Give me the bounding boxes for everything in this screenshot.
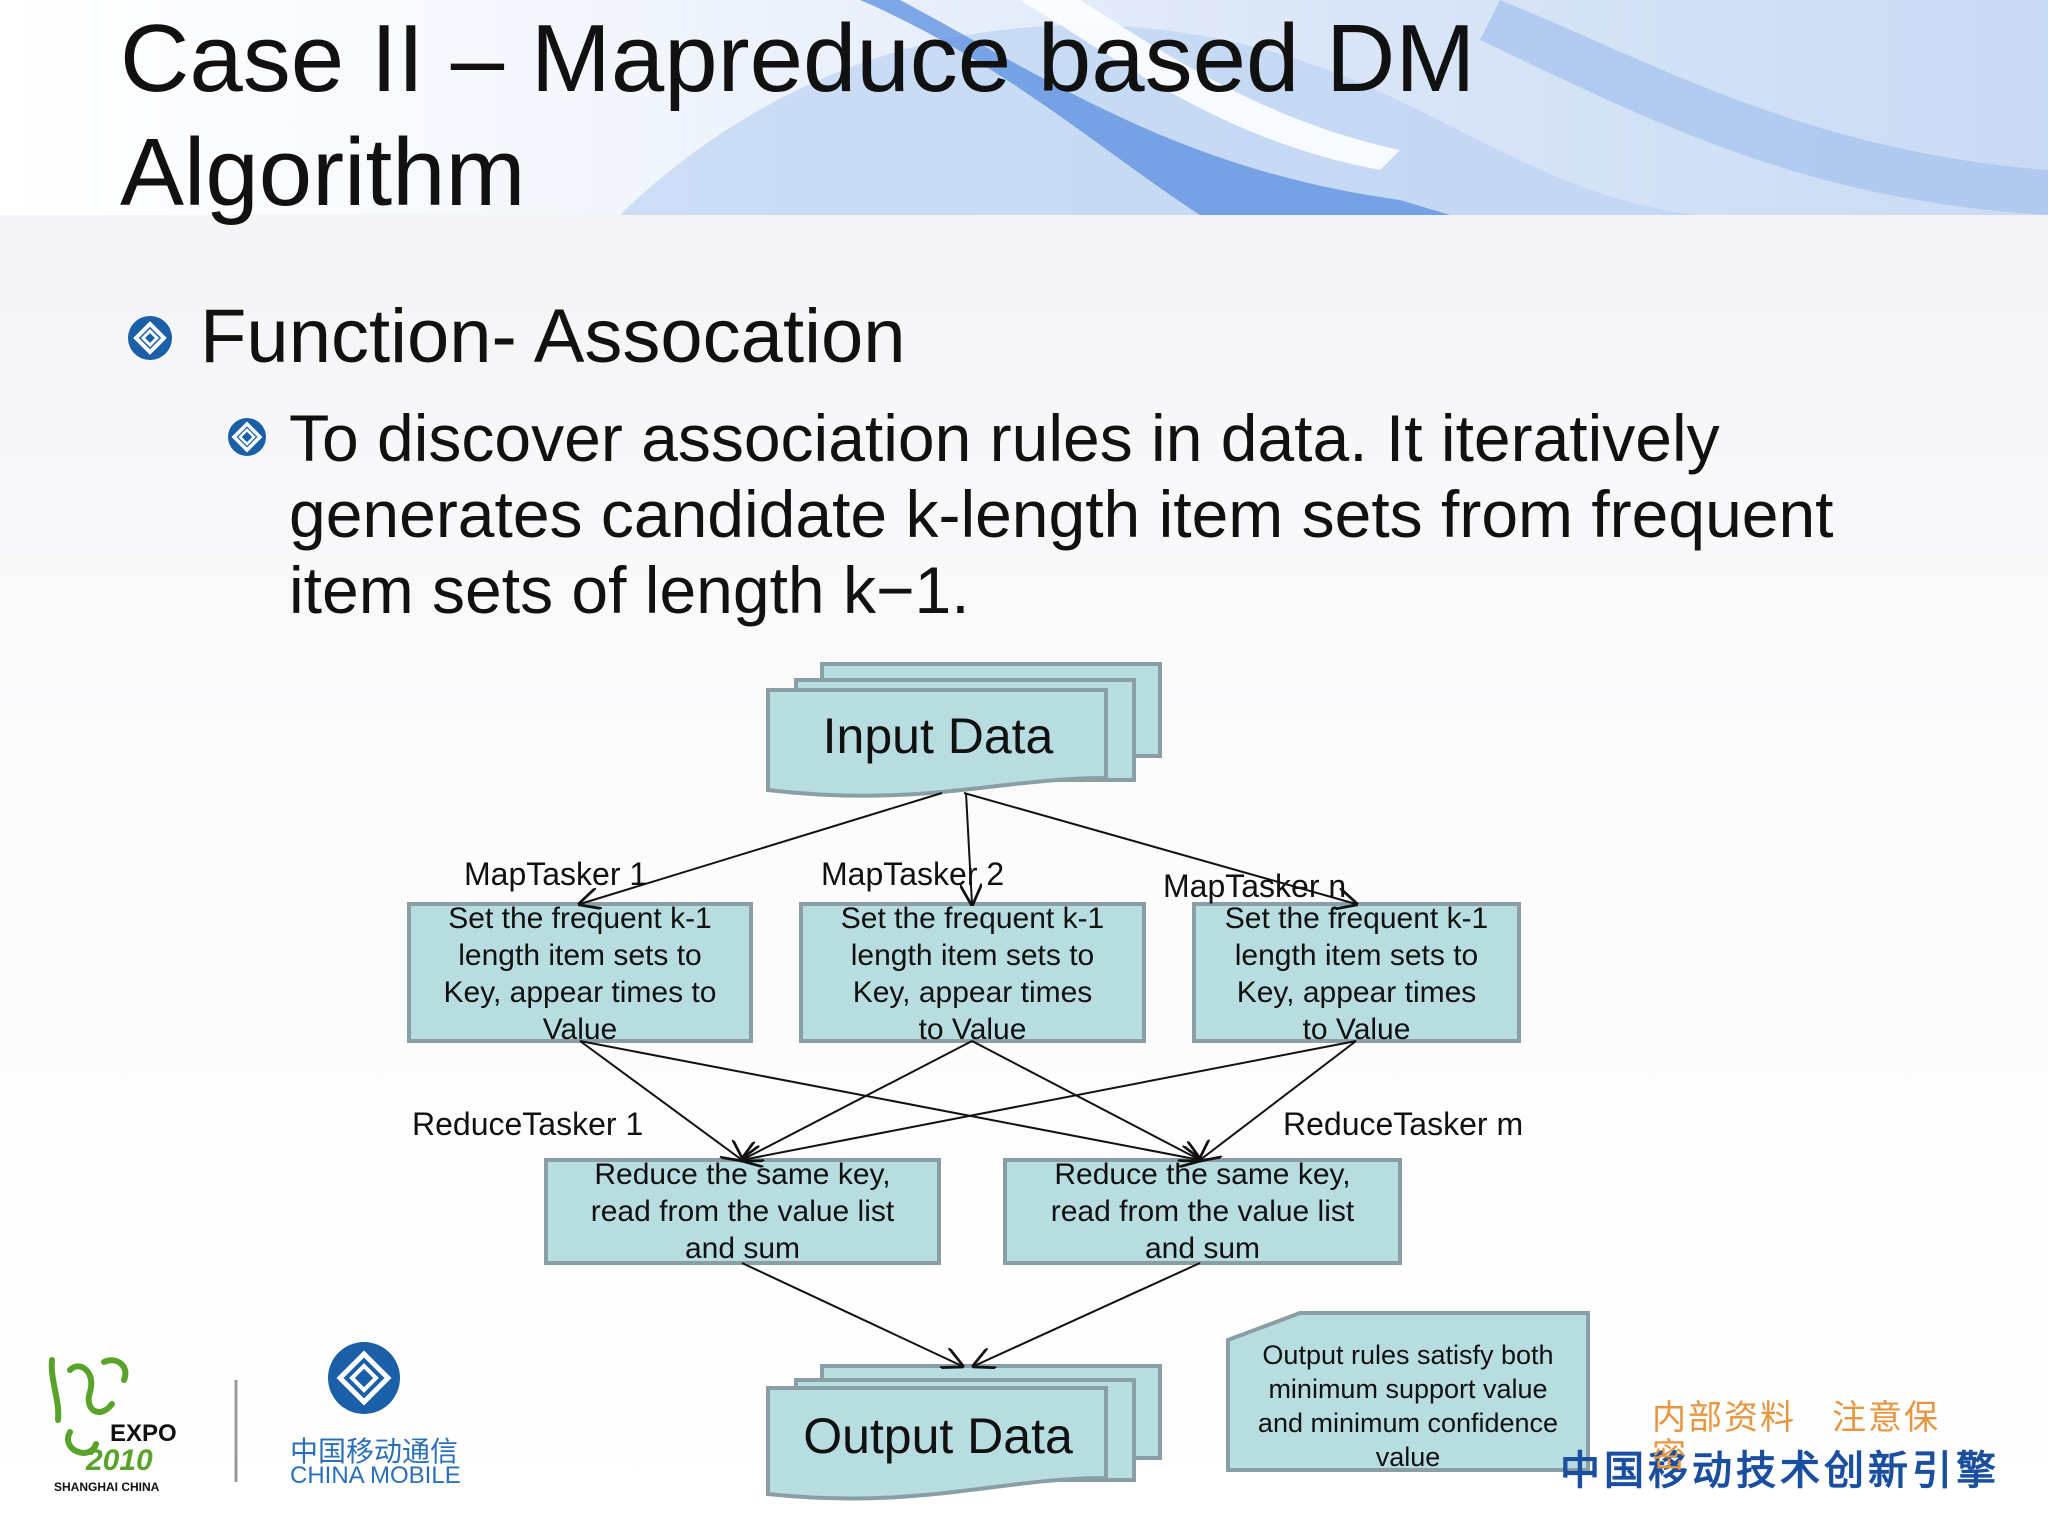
reduce1-line: read from the value list [590, 1195, 895, 1228]
description-line-2: generates candidate k-length item sets f… [289, 477, 1834, 551]
input-data-label: Input Data [822, 708, 1054, 764]
arrow-input-map1 [580, 792, 943, 904]
china-mobile-cn: 中国移动通信 [290, 1436, 459, 1467]
map-tasker-1-label: MapTasker 1 [464, 856, 648, 892]
map-box-2-text: Set the frequent k-1 length item sets to… [801, 900, 1144, 1048]
arrow-map2-reduce1 [742, 1040, 973, 1160]
map2-line: Set the frequent k-1 [840, 902, 1105, 935]
expo-logo-icon [48, 1357, 129, 1456]
map1-line: Key, appear times to [443, 976, 717, 1009]
map-box-1 [407, 902, 753, 1043]
slide-background [0, 215, 2048, 1536]
map2-line: Key, appear times [852, 976, 1093, 1009]
arrow-input-map2 [966, 792, 972, 904]
map2-line: length item sets to [850, 939, 1095, 972]
map-box-n-text: Set the frequent k-1 length item sets to… [1194, 900, 1519, 1048]
mapn-line: Set the frequent k-1 [1224, 902, 1489, 935]
bullet-description: To discover association rules in data. I… [289, 400, 1929, 628]
reduce-box-m-text: Reduce the same key, read from the value… [1005, 1156, 1400, 1267]
reducem-line: Reduce the same key, [1054, 1158, 1351, 1191]
map2-line: to Value [918, 1013, 1027, 1046]
map1-line: Set the frequent k-1 [448, 902, 712, 935]
reduce1-line: Reduce the same key, [594, 1158, 891, 1191]
note-text: Output rules satisfy both minimum suppor… [1228, 1338, 1588, 1474]
arrow-input-mapn [963, 792, 1356, 904]
note-box [1226, 1311, 1590, 1472]
title-line-1: Case II – Mapreduce based DM [120, 5, 1476, 112]
slide-title: Case II – Mapreduce based DM Algorithm [120, 2, 2020, 230]
expo-subtitle: SHANGHAI CHINA [54, 1480, 160, 1494]
description-line-1: To discover association rules in data. I… [289, 401, 1720, 475]
arrow-reduce1-output [741, 1262, 962, 1366]
map-box-1-text: Set the frequent k-1 length item sets to… [409, 900, 751, 1048]
map1-line: length item sets to [458, 939, 702, 972]
output-data-shape [766, 1364, 1162, 1501]
map1-line: Value [542, 1013, 618, 1046]
reduce-box-m [1003, 1158, 1402, 1265]
banner-swoosh [620, 0, 2048, 215]
sub-bullet-icon [228, 418, 266, 456]
expo-year: 2010 [86, 1444, 153, 1477]
reduce-box-1-text: Reduce the same key, read from the value… [546, 1156, 939, 1267]
arrow-mapn-reducem [1200, 1040, 1357, 1160]
title-line-2: Algorithm [120, 119, 526, 226]
note-line: and minimum confidence [1257, 1408, 1559, 1438]
arrow-reducem-output [974, 1262, 1201, 1366]
arrow-map1-reducem [579, 1040, 1200, 1160]
china-mobile-logo-icon [328, 1342, 400, 1414]
reduce1-line: and sum [684, 1232, 801, 1265]
expo-text: EXPO [110, 1420, 177, 1447]
watermark-line-1: 内部资料 注意保 [1652, 1399, 1940, 1437]
mapn-line: Key, appear times [1236, 976, 1477, 1009]
note-line: Output rules satisfy both [1262, 1340, 1554, 1370]
note-line: minimum support value [1268, 1374, 1548, 1404]
description-line-3: item sets of length k−1. [289, 553, 970, 627]
reducem-line: and sum [1144, 1232, 1261, 1265]
arrow-mapn-reduce1 [742, 1040, 1357, 1160]
arrow-map2-reducem [971, 1040, 1200, 1160]
reducem-line: read from the value list [1050, 1195, 1355, 1228]
map-box-2 [799, 902, 1146, 1043]
map-tasker-2-label: MapTasker 2 [821, 856, 1005, 892]
china-mobile-en: CHINA MOBILE [290, 1462, 461, 1489]
watermark-line-2: 密 [1652, 1437, 1688, 1475]
note-line: value [1375, 1442, 1441, 1472]
mapn-line: to Value [1302, 1013, 1411, 1046]
reduce-tasker-1-label: ReduceTasker 1 [412, 1106, 644, 1142]
arrow-map1-reduce1 [579, 1040, 742, 1160]
bullet-icon [128, 316, 172, 360]
input-data-shape [766, 662, 1162, 798]
slogan: 中国移动技术创新引擎 [1560, 1449, 2000, 1493]
bullet-function: Function- Assocation [200, 294, 906, 379]
map-tasker-n-label: MapTasker n [1163, 868, 1347, 904]
output-data-label: Output Data [803, 1408, 1073, 1464]
mapn-line: length item sets to [1234, 939, 1479, 972]
reduce-tasker-m-label: ReduceTasker m [1283, 1106, 1524, 1142]
header-banner [0, 0, 2048, 215]
